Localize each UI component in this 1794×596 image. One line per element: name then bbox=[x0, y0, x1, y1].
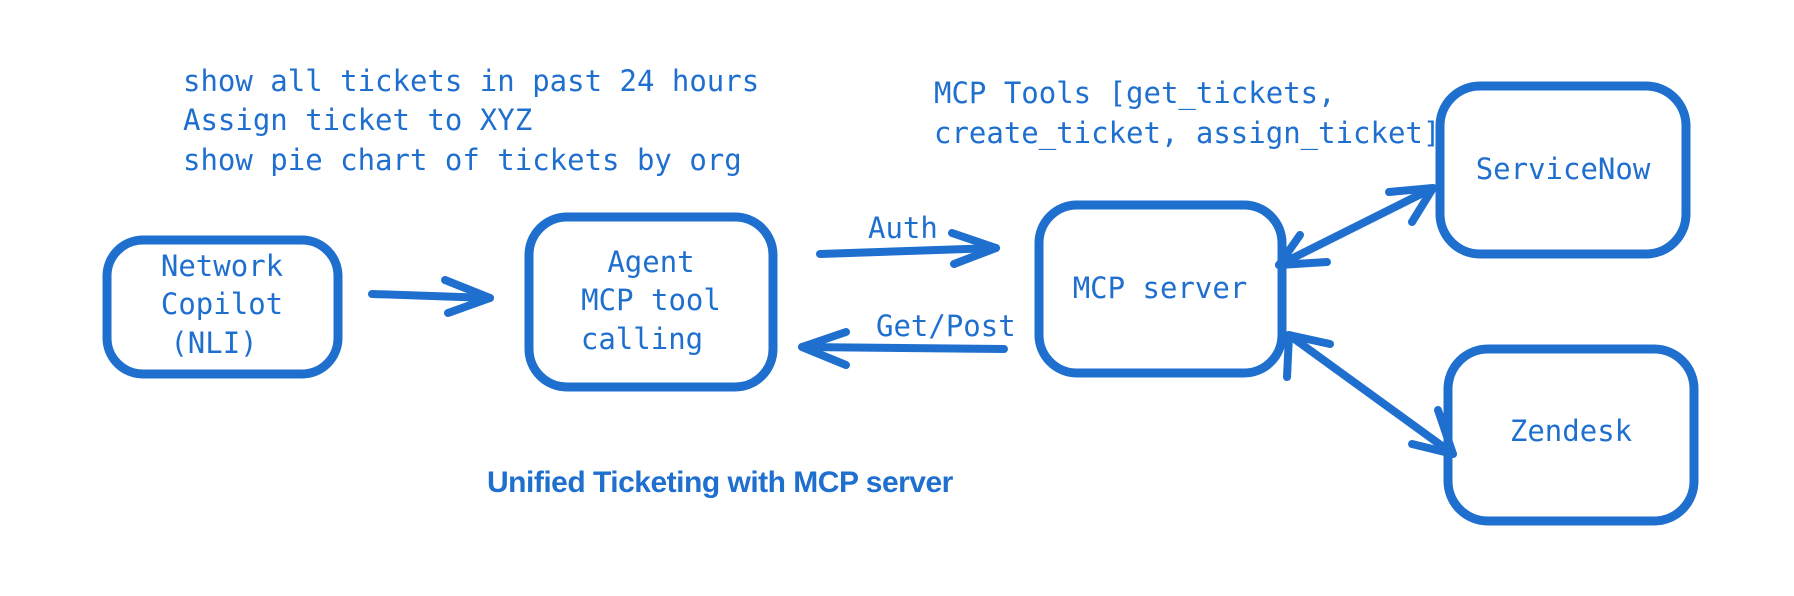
prompt-line-2: Assign ticket to XYZ bbox=[183, 103, 532, 137]
arrow-copilot-to-agent-shaft bbox=[368, 290, 494, 302]
prompt-line-3: show pie chart of tickets by org bbox=[183, 143, 742, 177]
servicenow-node: ServiceNow bbox=[1435, 81, 1691, 259]
network-copilot-box bbox=[102, 235, 343, 379]
arrow-mcp-zendesk-shaft bbox=[1285, 331, 1457, 458]
arrow-mcp-servicenow bbox=[1275, 184, 1437, 269]
agent-line-2: MCP tool bbox=[581, 283, 721, 317]
prompt-examples: show all tickets in past 24 hours Assign… bbox=[183, 64, 759, 177]
arrow-mcp-zendesk-head-left bbox=[1283, 331, 1334, 381]
arrow-mcp-zendesk bbox=[1283, 331, 1457, 458]
agent-line-1: Agent bbox=[607, 245, 694, 279]
arrow-mcp-servicenow-shaft bbox=[1275, 184, 1437, 269]
arrow-mcp-servicenow-head-left bbox=[1275, 231, 1331, 269]
arrow-mcp-servicenow-head-right bbox=[1385, 184, 1437, 226]
mcp-tools-note: MCP Tools [get_tickets, create_ticket, a… bbox=[934, 76, 1440, 151]
arrow-auth bbox=[816, 229, 1000, 268]
arrow-get-post-shaft bbox=[798, 343, 1008, 353]
agent-node: Agent MCP tool calling bbox=[524, 212, 778, 392]
zendesk-node: Zendesk bbox=[1443, 344, 1699, 526]
mcp-server-box bbox=[1034, 200, 1287, 378]
servicenow-box bbox=[1435, 81, 1691, 259]
network-copilot-line-1: Network bbox=[161, 249, 284, 283]
arrow-mcp-zendesk-head-right bbox=[1408, 406, 1457, 458]
arrow-get-post bbox=[798, 328, 1008, 369]
mcp-server-label: MCP server bbox=[1073, 271, 1248, 305]
get-post-label: Get/Post bbox=[876, 309, 1016, 343]
arrow-copilot-to-agent bbox=[368, 276, 494, 317]
mcp-server-node: MCP server bbox=[1034, 200, 1287, 378]
tools-note-line-2: create_ticket, assign_ticket] bbox=[934, 116, 1440, 151]
zendesk-label: Zendesk bbox=[1510, 414, 1633, 448]
agent-line-3: calling bbox=[581, 322, 703, 356]
auth-label: Auth bbox=[868, 211, 938, 245]
network-copilot-line-3: (NLI) bbox=[170, 326, 257, 360]
arrow-auth-head bbox=[948, 229, 1000, 268]
tools-note-line-1: MCP Tools [get_tickets, bbox=[934, 76, 1336, 111]
arrow-copilot-to-agent-head bbox=[441, 276, 494, 317]
arrow-get-post-head bbox=[798, 328, 850, 369]
prompt-line-1: show all tickets in past 24 hours bbox=[183, 64, 759, 98]
network-copilot-node: Network Copilot (NLI) bbox=[102, 235, 343, 379]
network-copilot-line-2: Copilot bbox=[161, 287, 283, 321]
agent-box bbox=[524, 212, 778, 392]
diagram-title: Unified Ticketing with MCP server bbox=[487, 466, 954, 499]
servicenow-label: ServiceNow bbox=[1476, 152, 1651, 186]
arrow-auth-shaft bbox=[816, 244, 1000, 258]
